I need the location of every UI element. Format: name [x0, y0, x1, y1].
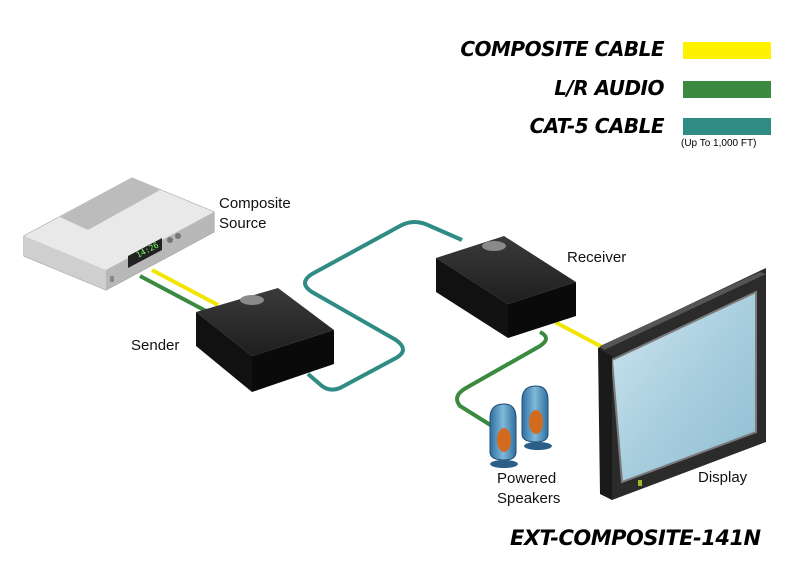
legend-label-composite: COMPOSITE CABLE: [460, 37, 664, 61]
cat5-cable: [303, 220, 463, 392]
composite-cable-source: [151, 268, 219, 307]
audio-cable-source: [139, 274, 207, 313]
legend-label-cat5: CAT-5 CABLE: [529, 114, 665, 138]
receiver-label: Receiver: [567, 249, 627, 266]
legend-swatch-audio: [683, 81, 771, 98]
legend-swatch-cat5: [683, 118, 771, 135]
cat5-distance-note: (Up To 1,000 FT): [681, 138, 757, 149]
powered-speakers-label: Powered Speakers: [497, 470, 561, 507]
composite-cable-display: [554, 320, 605, 350]
powered-speakers: [489, 385, 552, 468]
legend-label-audio: L/R AUDIO: [554, 76, 664, 100]
speaker-left: [489, 403, 518, 468]
legend-swatch-composite: [683, 42, 771, 59]
receiver-device: [436, 236, 576, 338]
audio-cable-speakers: [455, 330, 548, 428]
sender-label: Sender: [131, 337, 180, 354]
sender-device: [196, 288, 334, 392]
composite-source-device: 14:26: [23, 177, 215, 291]
composite-source-label: Composite Source: [219, 195, 291, 232]
display-label: Display: [698, 469, 748, 486]
model-name: EXT-COMPOSITE-141N: [510, 526, 761, 550]
speaker-right: [521, 385, 552, 450]
display-device: [598, 268, 766, 500]
